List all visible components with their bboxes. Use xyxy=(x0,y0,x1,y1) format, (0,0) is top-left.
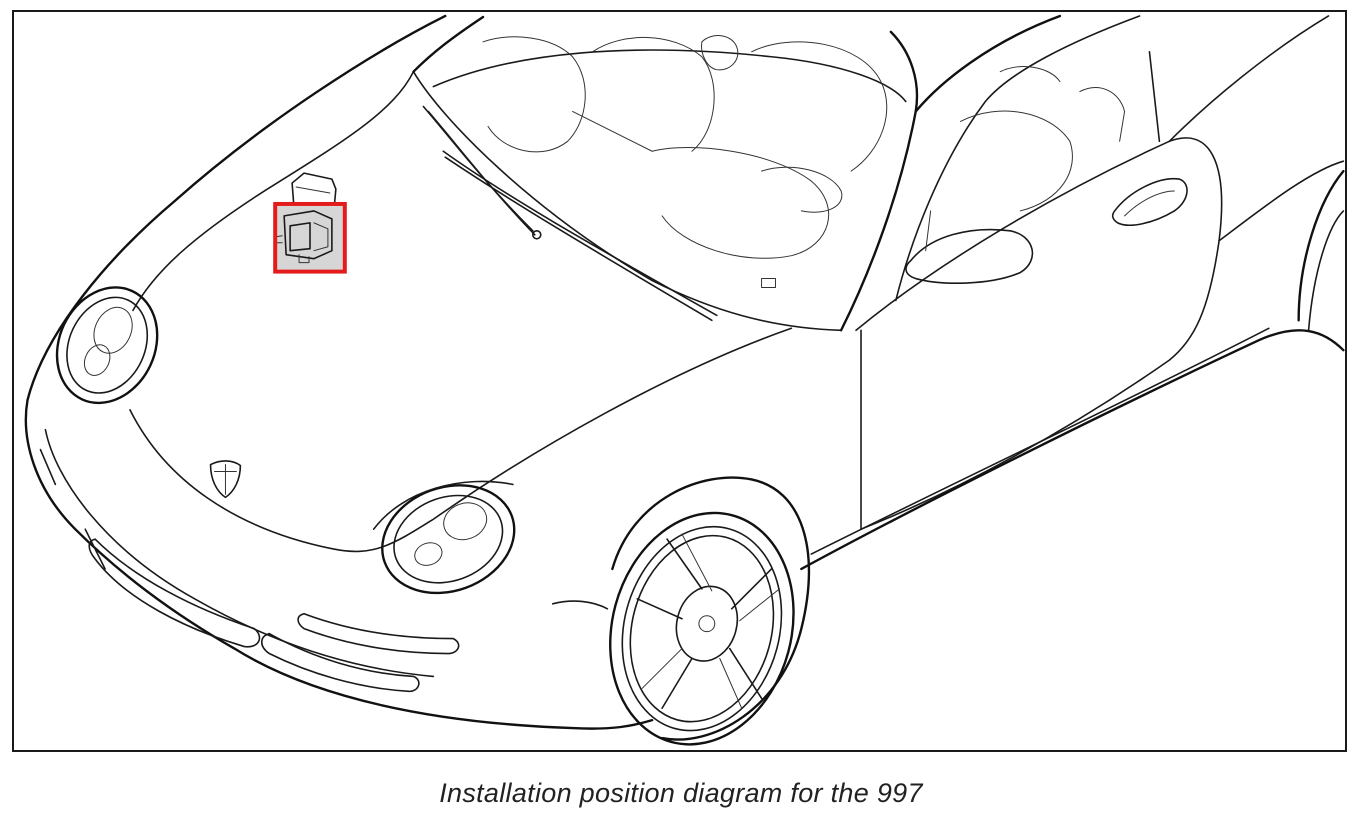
headlight-left xyxy=(55,286,159,405)
car-interior xyxy=(482,35,1126,259)
car-body-outline xyxy=(24,14,1345,730)
headlight-right xyxy=(372,480,516,595)
crest-icon xyxy=(209,460,242,499)
windshield-wipers xyxy=(422,105,776,322)
figure-caption: Installation position diagram for the 99… xyxy=(439,778,923,808)
diagram-frame xyxy=(12,10,1347,752)
control-unit-icon xyxy=(275,172,344,270)
highlight-box xyxy=(273,201,347,274)
side-mirror xyxy=(905,210,1034,284)
door-handle xyxy=(1111,177,1188,226)
front-bumper xyxy=(39,428,609,693)
front-wheel xyxy=(609,476,811,746)
car-line-drawing xyxy=(24,14,1345,746)
